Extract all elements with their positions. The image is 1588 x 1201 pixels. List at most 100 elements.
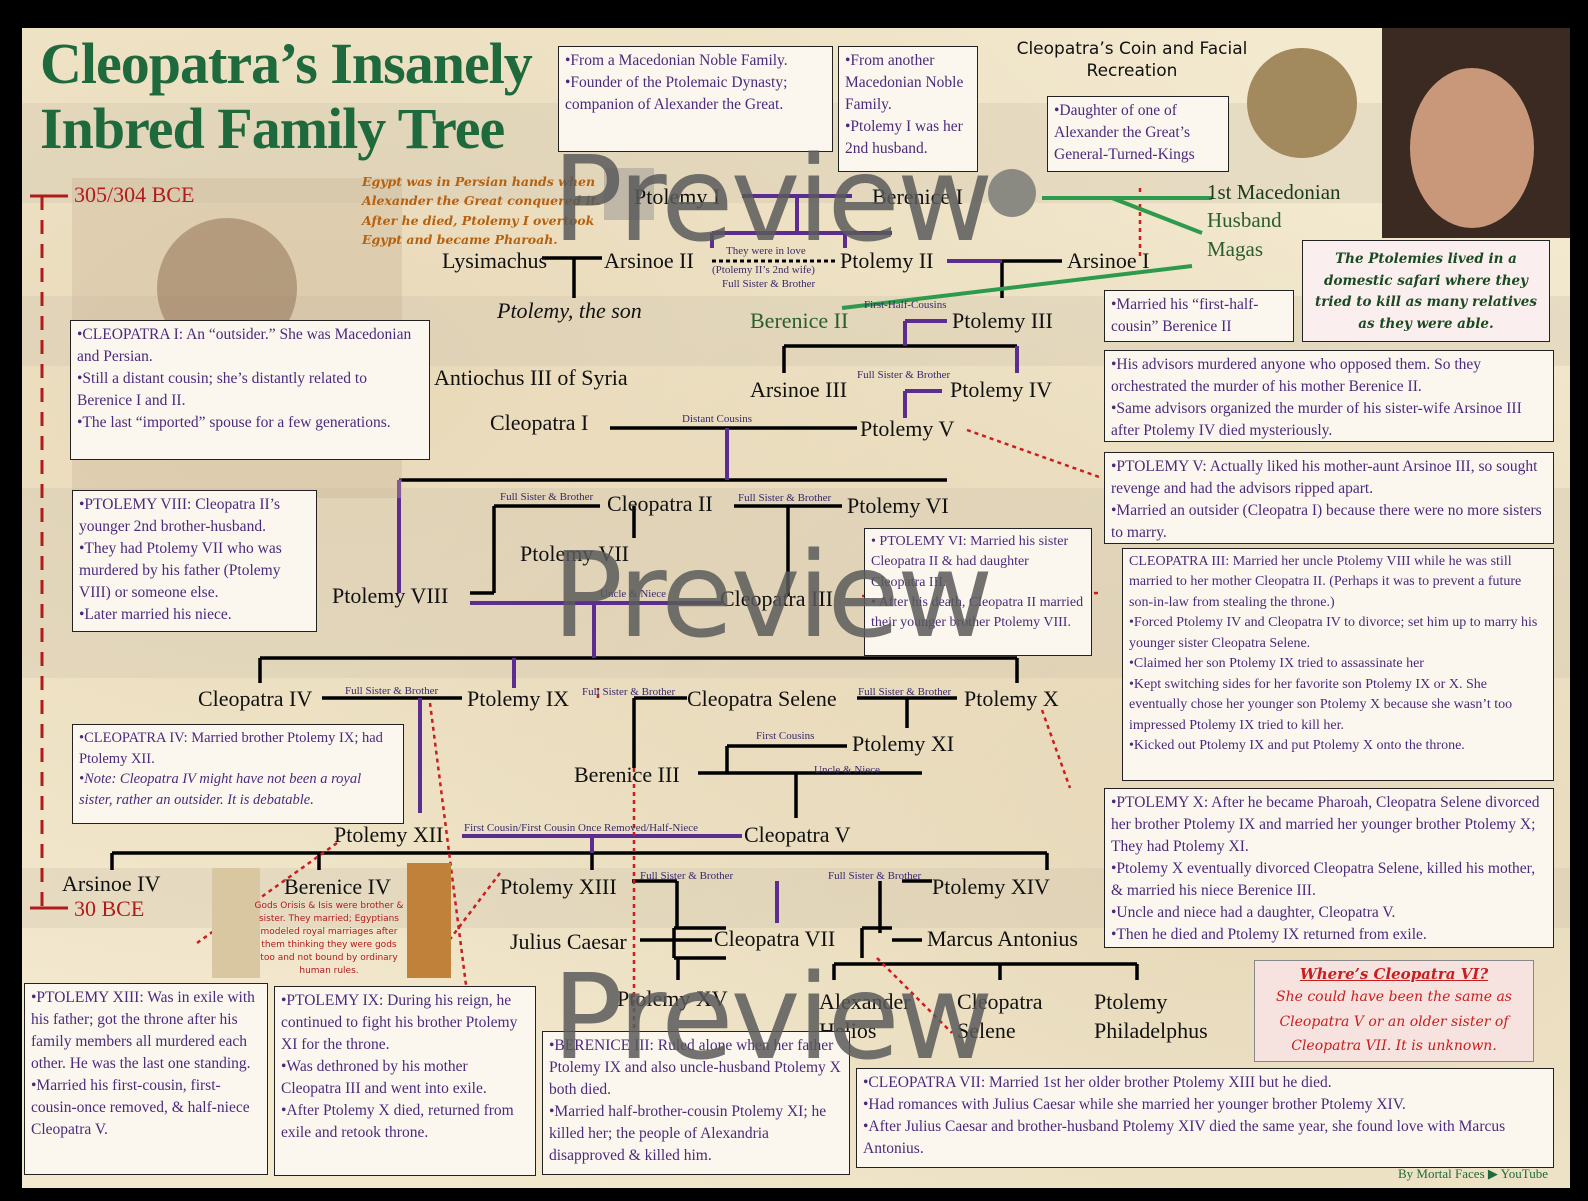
rel-in-love: They were in love [726,245,806,257]
info-text: •Claimed her son Ptolemy IX tried to ass… [1129,656,1424,672]
node-cleopatra-iii: Cleopatra III [720,586,833,611]
node-ptolemy-xii: Ptolemy XII [334,822,444,847]
magas-lines [841,196,1212,310]
info-text: •Later married his niece. [79,606,232,623]
info-text: •Note: Cleopatra IV might have not been … [79,771,362,808]
info-text: •PTOLEMY VIII: Cleopatra II’s younger 2n… [79,496,281,535]
node-ptolemy-i: Ptolemy I [634,184,721,209]
node-cleopatra-ii: Cleopatra II [607,491,713,516]
info-text: •CLEOPATRA VII: Married 1st her older br… [863,1074,1332,1091]
node-cleopatra-i: Cleopatra I [490,410,589,435]
rel-full-sister-brother: Full Sister & Brother [828,870,922,882]
info-text: •Ptolemy X eventually divorced Cleopatra… [1111,860,1536,899]
rel-full-sister-brother: Full Sister & Brother [722,278,816,290]
info-text: •They had Ptolemy VII who was murdered b… [79,540,282,601]
info-text: •Married an outsider (Cleopatra I) becau… [1111,502,1542,541]
rel-full-sister-brother: Full Sister & Brother [500,491,594,503]
cleopatra-vi-text: She could have been the same as Cleopatr… [1276,989,1512,1055]
node-ptolemy-xv: Ptolemy XV [617,986,728,1011]
node-marcus-antonius: Marcus Antonius [927,926,1078,951]
node-ptolemy-xi: Ptolemy XI [852,731,955,756]
info-box-berenice-iii: •BERENICE III: Ruled alone when her fath… [542,1031,850,1175]
info-text: •Founder of the Ptolemaic Dynasty; compa… [565,74,788,113]
info-box-ptolemy-vi: • PTOLEMY VI: Married his sister Cleopat… [864,528,1092,656]
timeline-bar [30,194,68,910]
node-ptolemy-iv: Ptolemy IV [950,377,1053,402]
info-box-ptolemy-xiii: •PTOLEMY XIII: Was in exile with his fat… [24,983,268,1175]
node-ptolemy-ix: Ptolemy IX [467,686,570,711]
rel-first-half-cousins: First-Half-Cousins [864,299,947,311]
info-text: •BERENICE III: Ruled alone when her fath… [549,1037,841,1098]
info-text: •Kicked out Ptolemy IX and put Ptolemy X… [1129,737,1465,753]
node-cleopatra-v: Cleopatra V [744,822,851,847]
credit-label: By Mortal Faces ▶ YouTube [1397,1166,1548,1181]
magas-line-1: 1st Macedonian [1207,180,1341,204]
info-box-cleopatra-vii: •CLEOPATRA VII: Married 1st her older br… [856,1068,1554,1168]
info-box-ptolemy-iv: •His advisors murdered anyone who oppose… [1104,350,1554,442]
node-ptolemy-ii: Ptolemy II [840,248,934,273]
info-text: •Same advisors organized the murder of h… [1111,400,1522,439]
info-text: •His advisors murdered anyone who oppose… [1111,356,1482,395]
node-arsinoe-iii: Arsinoe III [750,377,848,402]
info-box-arsinoe-i: •Daughter of one of Alexander the Great’… [1047,96,1229,172]
info-text: •CLEOPATRA IV: Married brother Ptolemy I… [79,730,383,767]
info-text: •Forced Ptolemy IV and Cleopatra IV to d… [1129,615,1538,651]
title-line-2: Inbred Family Tree [40,95,505,161]
page-title: Cleopatra’s Insanely Inbred Family Tree [40,31,533,162]
info-text: •Married half-brother-cousin Ptolemy XI;… [549,1103,827,1164]
node-berenice-iii: Berenice III [574,762,680,787]
info-box-ptolemy-i: •From a Macedonian Noble Family. •Founde… [558,46,833,152]
node-cleopatra-vii: Cleopatra VII [714,926,836,951]
node-antiochus-iii: Antiochus III of Syria [434,365,628,390]
node-arsinoe-i: Arsinoe I [1067,248,1150,273]
node-ptolemy-philadelphus: Ptolemy Philadelphus [1094,989,1208,1043]
info-text: •Was dethroned by his mother Cleopatra I… [281,1058,487,1097]
info-text: •Had romances with Julius Caesar while s… [863,1096,1406,1113]
info-text: •Then he died and Ptolemy IX returned fr… [1111,926,1427,943]
node-ptolemy-x: Ptolemy X [964,686,1059,711]
rel-full-sister-brother: Full Sister & Brother [582,686,676,698]
rel-full-sister-brother: Full Sister & Brother [345,685,439,697]
rel-ptolemy-ii-wife: (Ptolemy II’s 2nd wife) [712,264,815,276]
info-text: •The last “imported” spouse for a few ge… [77,414,391,431]
node-arsinoe-ii: Arsinoe II [604,248,694,273]
rel-full-sister-brother: Full Sister & Brother [640,870,734,882]
info-text: •PTOLEMY V: Actually liked his mother-au… [1111,458,1538,497]
info-text: •PTOLEMY X: After he became Pharoah, Cle… [1111,794,1540,855]
node-ptolemy-viii: Ptolemy VIII [332,583,449,608]
info-text: • PTOLEMY VI: Married his sister Cleopat… [871,534,1069,590]
coin-label: Cleopatra’s Coin and Facial Recreation [1016,39,1248,82]
info-text: •Ptolemy I was her 2nd husband. [845,118,963,157]
rel-full-sister-brother: Full Sister & Brother [738,492,832,504]
info-text: •Still a distant cousin; she’s distantly… [77,370,367,409]
node-ptolemy-xiii: Ptolemy XIII [500,874,617,899]
node-cleopatra-selene-ii: Cleopatra Selene [957,989,1043,1043]
info-text: •Married his first-cousin, first-cousin-… [31,1077,250,1138]
cleopatra-vi-title: Where’s Cleopatra VI? [1299,965,1489,983]
egypt-note: Egypt was in Persian hands when Alexande… [362,174,601,248]
info-box-ptolemy-viii: •PTOLEMY VIII: Cleopatra II’s younger 2n… [72,490,317,632]
node-lysimachus: Lysimachus [442,248,548,273]
preview-watermark: Preview [552,526,993,664]
node-alexander-helios: Alexander Helios [819,989,911,1043]
gods-note: Gods Orisis & Isis were brother & sister… [254,901,404,977]
timeline-start: 305/304 BCE [74,182,195,207]
info-text: • After his death, Cleopatra II married … [871,594,1084,631]
info-box-cleopatra-iv: •CLEOPATRA IV: Married brother Ptolemy I… [72,724,404,824]
info-box-cleopatra-iii: CLEOPATRA III: Married her uncle Ptolemy… [1122,548,1554,781]
info-box-cleopatra-i: •CLEOPATRA I: An “outsider.” She was Mac… [70,320,430,460]
preview-watermark: Preview [552,130,993,268]
preview-watermark: Preview [552,948,993,1086]
node-ptolemy-vi: Ptolemy VI [847,493,949,518]
info-box-ptolemy-ix: •PTOLEMY IX: During his reign, he contin… [274,986,536,1176]
marriage-lines [397,194,1019,923]
rel-uncle-niece: Uncle & Niece [600,588,666,600]
node-ptolemy-son: Ptolemy, the son [497,298,642,323]
node-berenice-i: Berenice I [872,184,963,209]
info-text: •From another Macedonian Noble Family. [845,52,964,113]
family-tree-canvas: Cleopatra’s Insanely Inbred Family Tree … [22,28,1570,1188]
info-box-ptolemy-x: •PTOLEMY X: After he became Pharoah, Cle… [1104,788,1554,948]
rel-full-sister-brother: Full Sister & Brother [858,686,952,698]
node-cleopatra-iv: Cleopatra IV [198,686,313,711]
node-ptolemy-xiv: Ptolemy XIV [932,874,1050,899]
